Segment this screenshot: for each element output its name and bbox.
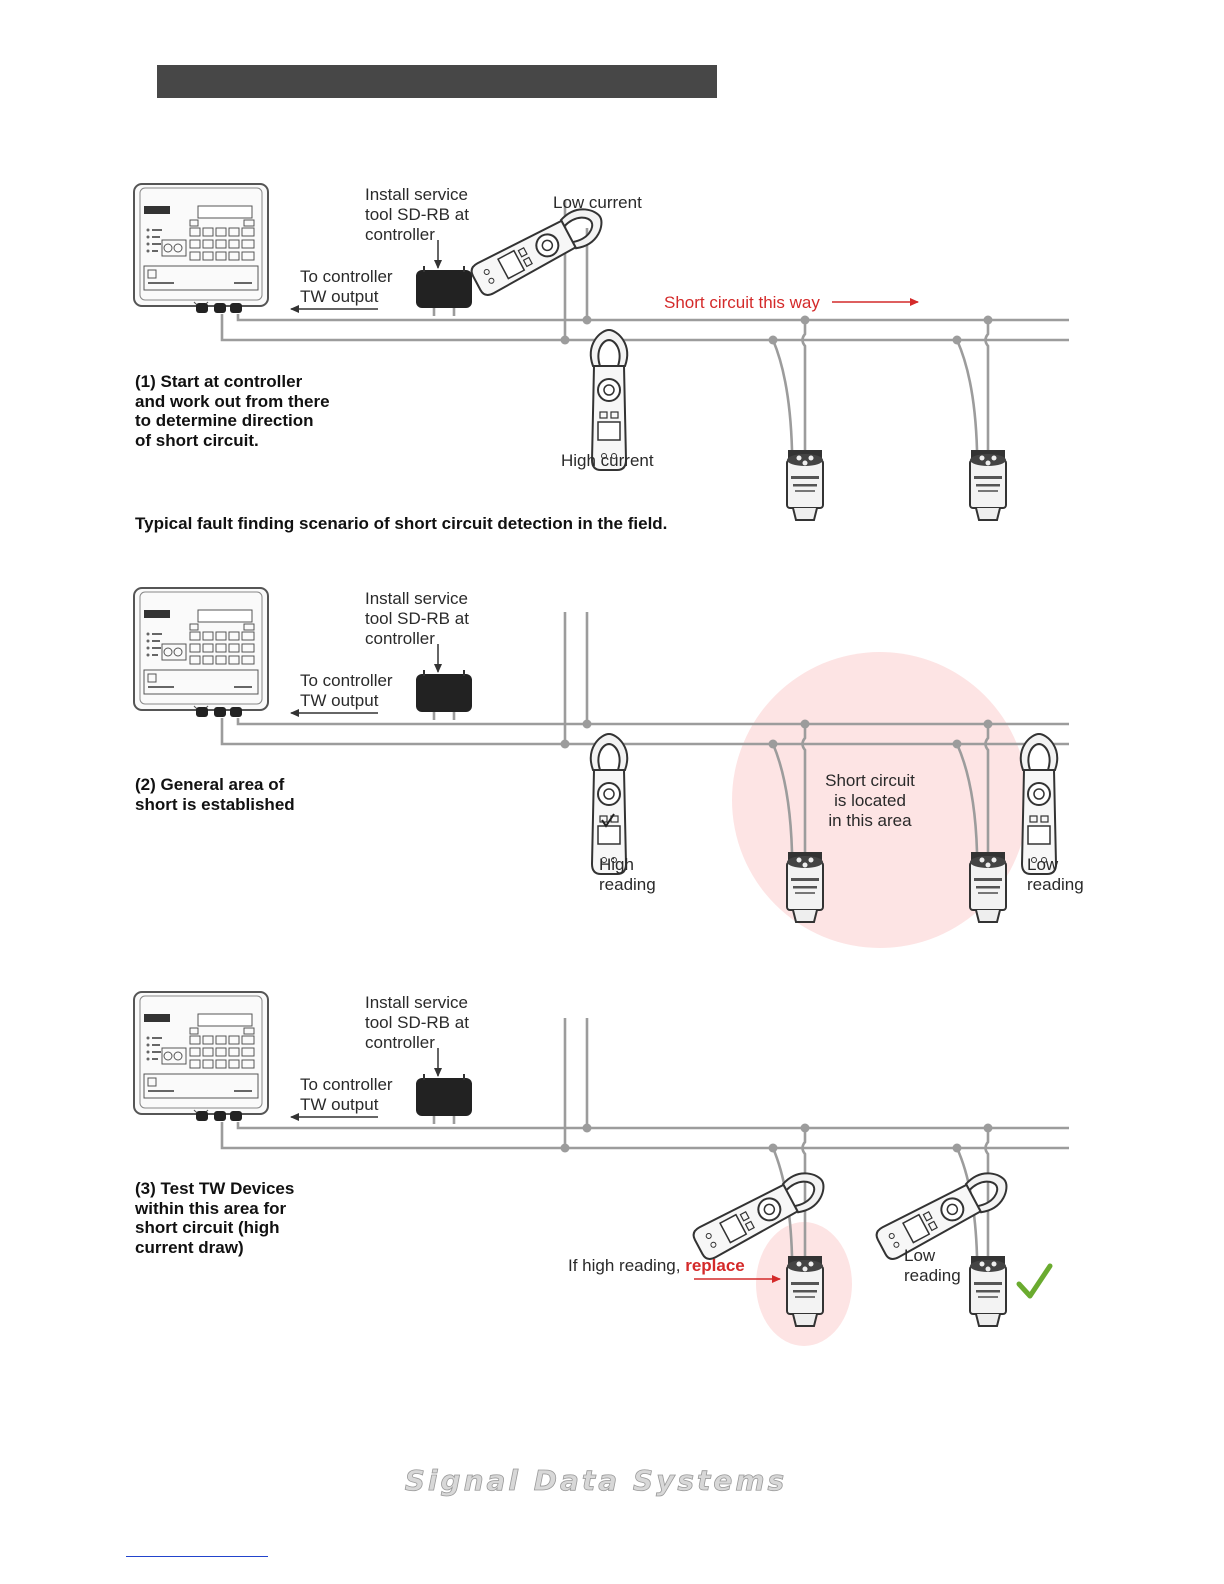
- service-tool-icon: [414, 1072, 474, 1126]
- service-tool-label: controller: [365, 225, 435, 244]
- controller-output-label: To controller: [300, 671, 393, 690]
- tw-device-icon: [969, 851, 1007, 923]
- low-reading-label: Low: [904, 1246, 936, 1265]
- step-caption: current draw): [135, 1238, 244, 1257]
- step-caption: to determine direction: [135, 411, 314, 430]
- low-current-label: Low current: [553, 193, 642, 212]
- tw-device-icon: [786, 1255, 824, 1327]
- step-caption: (1) Start at controller: [135, 372, 303, 391]
- scenario-title: Typical fault finding scenario of short …: [135, 514, 667, 533]
- header-bar: [157, 65, 717, 98]
- high-current-label: High current: [561, 451, 654, 470]
- step-caption: of short circuit.: [135, 431, 259, 450]
- step-caption: (2) General area of: [135, 775, 285, 794]
- controller-unit-icon: [133, 587, 269, 718]
- tw-device-icon: [969, 1255, 1007, 1327]
- step-caption: and work out from there: [135, 392, 330, 411]
- high-reading-label: reading: [599, 875, 656, 894]
- controller-output-label: TW output: [300, 1095, 379, 1114]
- short-area-label: Short circuit: [825, 771, 915, 790]
- replace-label: If high reading, replace: [568, 1256, 745, 1275]
- clamp-meter-icon: [589, 733, 629, 875]
- check-icon: [1016, 1263, 1053, 1299]
- service-tool-label: tool SD-RB at: [365, 205, 469, 224]
- service-tool-label: Install service: [365, 185, 468, 204]
- high-reading-label: High: [599, 855, 634, 874]
- clamp-meter-icon: [872, 1164, 1015, 1264]
- controller-output-label: To controller: [300, 267, 393, 286]
- footer-rule: [126, 1556, 268, 1557]
- footer-brand: Signal Data Systems: [405, 1464, 787, 1497]
- tw-device-icon: [969, 449, 1007, 521]
- controller-unit-icon: [133, 991, 269, 1122]
- low-reading-label: reading: [1027, 875, 1084, 894]
- tw-device-icon: [786, 449, 824, 521]
- panel-1: Install service tool SD-RB at controller…: [133, 183, 1069, 533]
- step-caption: short is established: [135, 795, 295, 814]
- service-tool-label: tool SD-RB at: [365, 1013, 469, 1032]
- service-tool-label: Install service: [365, 589, 468, 608]
- clamp-meter-icon: [589, 329, 629, 471]
- tw-device-icon: [786, 851, 824, 923]
- controller-output-label: TW output: [300, 287, 379, 306]
- short-area-label: is located: [834, 791, 906, 810]
- short-direction-label: Short circuit this way: [664, 293, 820, 312]
- panel-3: Install service tool SD-RB at controller…: [133, 991, 1069, 1346]
- step-caption: short circuit (high: [135, 1218, 280, 1237]
- check-icon: [601, 813, 615, 828]
- low-reading-label: Low: [1027, 855, 1059, 874]
- short-area-label: in this area: [828, 811, 912, 830]
- low-reading-label: reading: [904, 1266, 961, 1285]
- service-tool-label: controller: [365, 629, 435, 648]
- controller-output-label: TW output: [300, 691, 379, 710]
- controller-unit-icon: [133, 183, 269, 314]
- service-tool-label: controller: [365, 1033, 435, 1052]
- service-tool-label: Install service: [365, 993, 468, 1012]
- service-tool-label: tool SD-RB at: [365, 609, 469, 628]
- step-caption: within this area for: [134, 1199, 287, 1218]
- service-tool-icon: [414, 264, 474, 318]
- panel-2: Install service tool SD-RB at controller…: [133, 587, 1084, 948]
- service-tool-icon: [414, 668, 474, 722]
- controller-output-label: To controller: [300, 1075, 393, 1094]
- step-caption: (3) Test TW Devices: [135, 1179, 294, 1198]
- clamp-meter-icon: [1019, 733, 1059, 875]
